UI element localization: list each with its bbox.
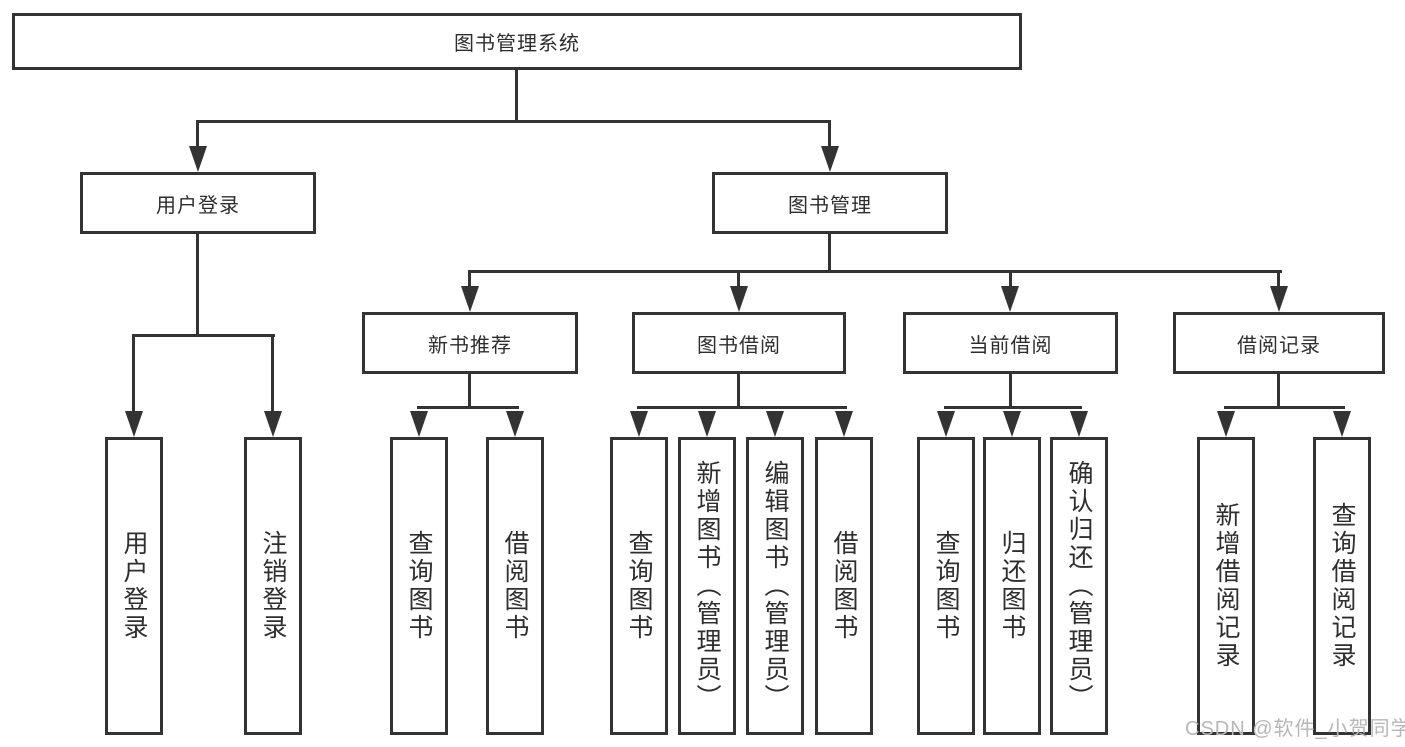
connector-line [1009,270,1012,288]
connector-line [468,270,471,288]
leaf-add-book-admin: 新增图书（管理员） [678,437,736,735]
node-book-borrow: 图书借阅 [632,312,846,374]
arrow-down-icon [1217,411,1235,437]
connector-line [468,270,1282,273]
leaf-edit-book-admin: 编辑图书（管理员） [746,437,804,735]
connector-line [417,406,519,409]
node-new-book-recommend: 新书推荐 [362,312,578,374]
leaf-query-books-current: 查询图书 [917,437,975,735]
arrow-down-icon [835,411,853,437]
connector-line [1224,406,1345,409]
leaf-return-books: 归还图书 [983,437,1041,735]
arrow-down-icon [630,411,648,437]
connector-line [1277,374,1280,409]
connector-line [196,234,199,337]
arrow-down-icon [730,286,748,312]
node-user-login: 用户登录 [80,172,316,234]
node-current-borrow: 当前借阅 [903,312,1118,374]
arrow-down-icon [821,146,839,172]
leaf-borrow-books: 借阅图书 [815,437,873,735]
connector-line [944,406,1082,409]
connector-line [132,334,275,337]
arrow-down-icon [1270,286,1288,312]
arrow-down-icon [766,411,784,437]
node-borrow-records: 借阅记录 [1173,312,1385,374]
connector-line [637,406,847,409]
watermark: CSDN @软件_小贺同学 [1185,718,1405,740]
connector-line [737,270,740,288]
connector-line [196,120,831,123]
leaf-add-borrow-record: 新增借阅记录 [1197,437,1255,735]
arrow-down-icon [264,411,282,437]
arrow-down-icon [698,411,716,437]
connector-line [468,374,471,409]
arrow-down-icon [506,411,524,437]
leaf-borrow-books-recommend: 借阅图书 [486,437,544,735]
leaf-query-books-borrow: 查询图书 [610,437,668,735]
connector-line [1009,374,1012,409]
arrow-down-icon [461,286,479,312]
connector-line [196,120,199,150]
connector-line [132,334,135,414]
arrow-down-icon [1001,286,1019,312]
node-library-system: 图书管理系统 [12,13,1022,70]
connector-line [1277,270,1280,288]
arrow-down-icon [189,146,207,172]
leaf-confirm-return-admin: 确认归还（管理员） [1050,437,1108,735]
arrow-down-icon [125,411,143,437]
leaf-user-login: 用户登录 [105,437,163,735]
arrow-down-icon [410,411,428,437]
leaf-query-books-recommend: 查询图书 [390,437,448,735]
connector-line [737,374,740,409]
connector-line [828,120,831,150]
arrow-down-icon [1070,411,1088,437]
arrow-down-icon [937,411,955,437]
connector-line [828,234,831,273]
arrow-down-icon [1003,411,1021,437]
arrow-down-icon [1333,411,1351,437]
leaf-logout-login: 注销登录 [244,437,302,735]
leaf-query-borrow-record: 查询借阅记录 [1313,437,1371,735]
connector-line [515,69,518,123]
node-book-management: 图书管理 [712,172,948,234]
connector-line [271,334,274,414]
